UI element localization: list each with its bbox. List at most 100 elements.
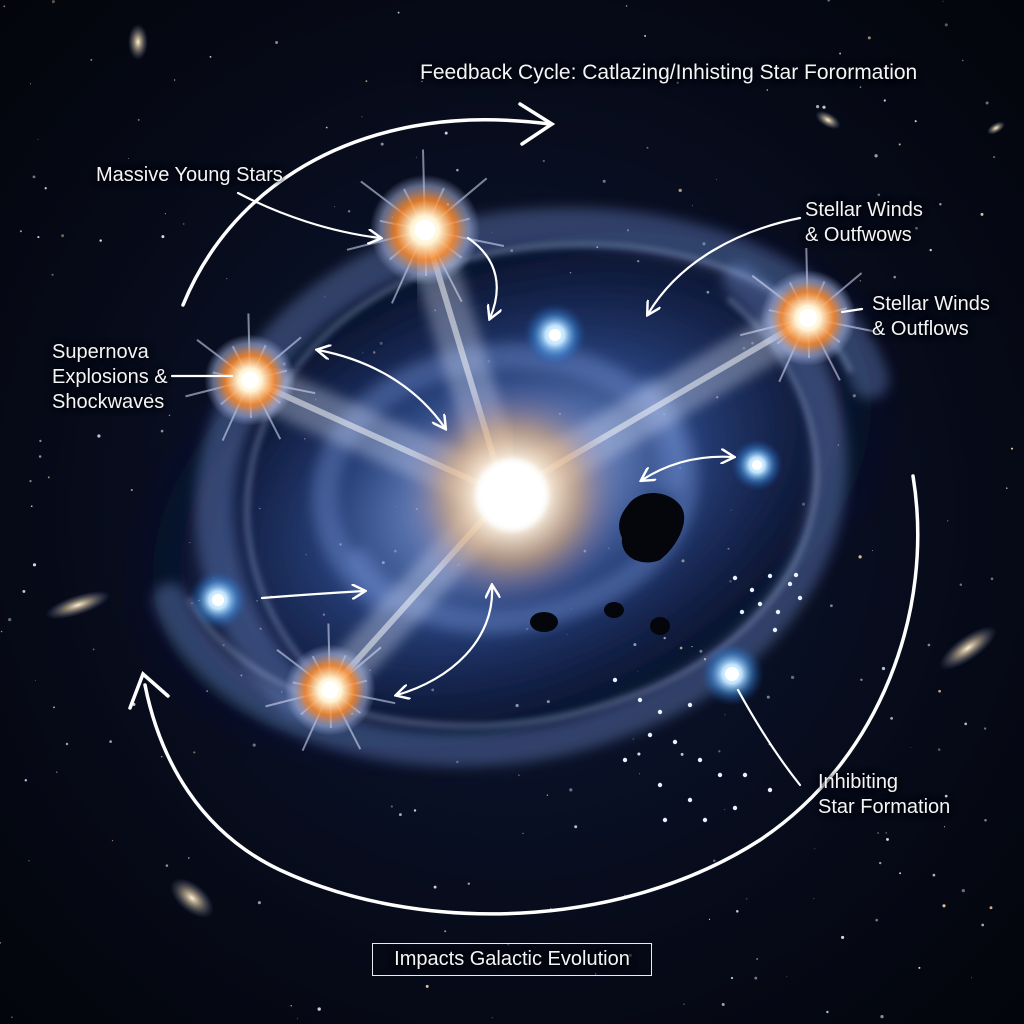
- arrow-winds-right: [840, 307, 864, 314]
- background-star: [173, 79, 176, 81]
- background-star: [187, 857, 190, 859]
- background-star: [981, 923, 985, 927]
- background-star: [898, 143, 901, 146]
- background-star: [128, 158, 130, 159]
- background-star: [637, 752, 641, 756]
- background-star: [959, 583, 963, 586]
- background-star: [39, 439, 42, 443]
- label-line: & Outfwows: [805, 224, 912, 246]
- background-star: [32, 563, 37, 567]
- cycle-arrow-top-head: [518, 102, 556, 146]
- background-star: [893, 275, 896, 279]
- label-impacts-galactic-evolution: Impacts Galactic Evolution: [372, 943, 652, 976]
- background-star: [867, 36, 871, 40]
- background-star: [390, 805, 393, 808]
- background-star: [985, 101, 989, 105]
- feedback-cycle-arrows: [128, 102, 920, 916]
- interaction-arrows: [170, 191, 864, 787]
- background-star: [347, 210, 351, 213]
- background-star: [226, 278, 228, 280]
- background-star: [841, 935, 845, 939]
- background-star: [736, 910, 739, 913]
- background-star: [879, 861, 882, 865]
- background-star: [542, 159, 545, 163]
- background-star: [942, 0, 944, 2]
- background-star: [980, 212, 984, 216]
- background-star: [130, 488, 133, 492]
- cluster-star: [732, 575, 738, 581]
- cluster-star: [772, 627, 778, 633]
- background-star: [290, 1005, 292, 1007]
- background-star: [786, 976, 788, 978]
- background-star: [899, 872, 902, 875]
- blue-stars: [188, 303, 783, 706]
- cluster-star: [775, 609, 781, 615]
- background-star: [927, 643, 931, 647]
- background-star: [522, 832, 524, 835]
- arrow-star-down: [466, 236, 497, 318]
- background-star: [938, 689, 941, 693]
- cluster-star: [657, 709, 663, 715]
- cycle-arrow-top: [181, 118, 552, 307]
- background-star: [397, 11, 400, 14]
- background-star: [30, 505, 33, 508]
- background-star: [164, 213, 166, 215]
- background-star: [910, 747, 912, 748]
- background-star: [944, 23, 948, 27]
- background-star: [602, 179, 606, 183]
- background-star: [827, 0, 831, 2]
- cluster-star: [787, 581, 793, 587]
- background-star: [34, 680, 36, 681]
- background-star: [491, 1017, 493, 1019]
- cluster-star: [637, 697, 643, 703]
- cluster-star: [749, 587, 755, 593]
- starburst-icon: [265, 623, 396, 752]
- background-star: [716, 178, 718, 180]
- background-star: [361, 116, 363, 118]
- background-star: [624, 894, 626, 896]
- cluster-star: [702, 817, 708, 823]
- background-star: [890, 717, 893, 720]
- background-star: [880, 1014, 884, 1019]
- background-star: [11, 1016, 13, 1018]
- cluster-star: [732, 805, 738, 811]
- background-star: [826, 1010, 829, 1014]
- label-massive-young-stars: Massive Young Stars: [96, 164, 283, 186]
- background-star: [550, 907, 552, 909]
- background-star: [165, 864, 169, 867]
- cycle-arrow-bottom-head: [128, 671, 170, 710]
- background-star: [51, 0, 55, 4]
- background-star: [961, 888, 965, 893]
- cycle-arrow-bottom: [143, 474, 920, 916]
- background-star: [380, 142, 384, 146]
- label-line: Star Formation: [818, 796, 951, 818]
- background-star: [29, 479, 32, 483]
- background-star: [877, 832, 879, 834]
- background-star: [646, 146, 649, 149]
- background-star: [574, 825, 578, 829]
- background-star: [444, 930, 447, 933]
- background-star: [421, 80, 423, 83]
- background-star: [444, 131, 448, 135]
- background-star: [47, 476, 50, 479]
- background-star: [877, 193, 881, 197]
- spiral-galaxy-icon: [45, 24, 1006, 918]
- background-star: [109, 740, 112, 743]
- cluster-star: [797, 595, 803, 601]
- background-star: [61, 234, 65, 238]
- background-star: [858, 555, 862, 559]
- background-star: [29, 83, 32, 85]
- background-star: [297, 1018, 299, 1020]
- background-star: [365, 80, 368, 82]
- arrow-bluestar-core: [260, 591, 364, 598]
- background-star: [918, 966, 921, 969]
- diagram-title: Feedback Cycle: Catlazing/Inhisting Star…: [420, 61, 918, 84]
- background-star: [746, 898, 748, 900]
- background-star: [915, 226, 918, 230]
- background-star: [137, 118, 140, 121]
- background-star: [149, 393, 152, 396]
- background-star: [51, 273, 54, 276]
- background-star: [334, 206, 336, 208]
- background-star: [24, 779, 27, 782]
- background-star: [708, 918, 711, 921]
